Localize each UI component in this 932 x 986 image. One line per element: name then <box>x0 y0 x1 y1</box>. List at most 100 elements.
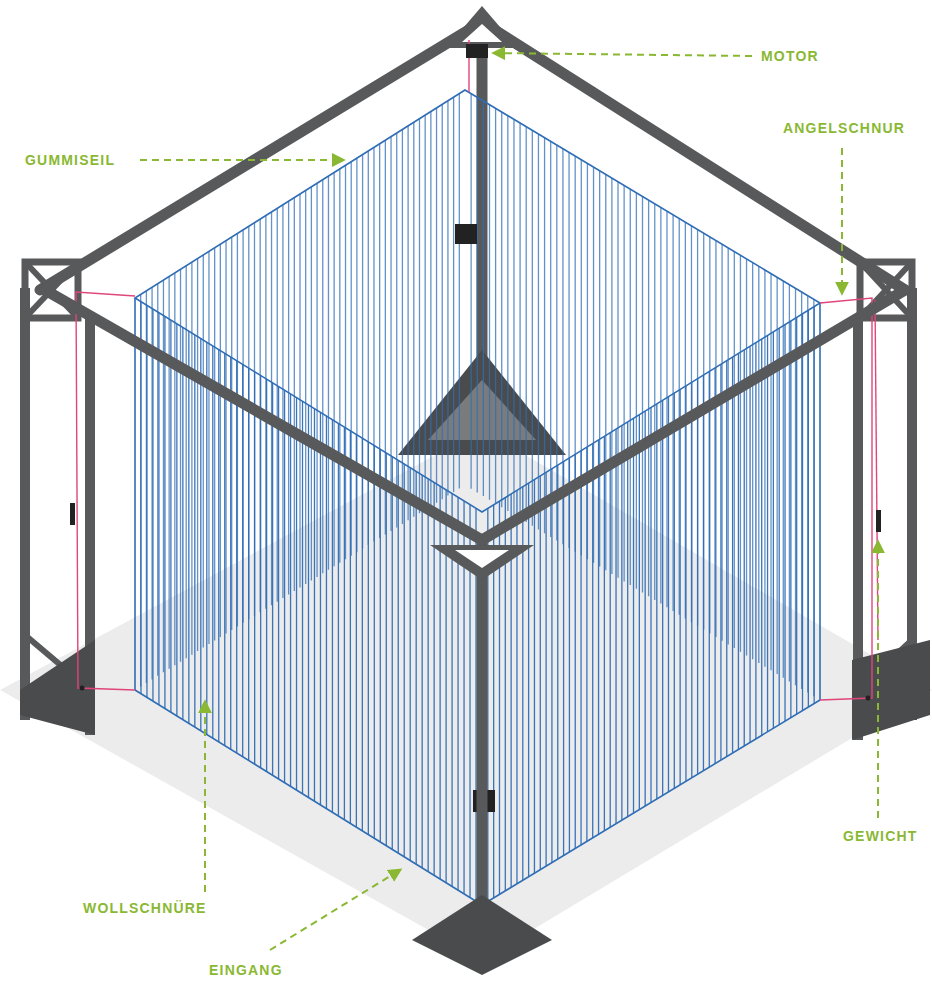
wool-string <box>282 205 283 598</box>
wool-string <box>790 321 791 718</box>
wool-string <box>489 105 490 500</box>
wool-string <box>197 259 198 652</box>
leader-lines <box>140 53 878 950</box>
frame-front <box>45 290 905 930</box>
wool-string <box>350 431 351 824</box>
wool-string <box>224 353 225 745</box>
wool-string <box>545 472 546 866</box>
wool-string <box>633 418 634 813</box>
left-foot <box>20 640 95 735</box>
wool-string <box>767 335 768 731</box>
wool-string <box>174 273 175 665</box>
wool-string <box>344 427 345 820</box>
wool-string <box>654 204 655 600</box>
part-label: ANGELSCHNUR <box>780 118 908 138</box>
wool-string <box>459 94 460 489</box>
wool-string <box>744 350 745 746</box>
wool-string <box>538 134 539 529</box>
wool-string <box>152 309 153 701</box>
wool-string <box>526 127 527 522</box>
wool-string <box>200 339 201 731</box>
wool-string <box>580 451 581 845</box>
wool-string <box>322 180 323 574</box>
wool-string <box>362 438 363 831</box>
wool-string <box>764 270 765 667</box>
wool-string <box>605 174 606 570</box>
wool-string <box>314 409 315 802</box>
wool-string <box>697 379 698 775</box>
wool-string <box>332 420 333 813</box>
part-label: GUMMISEIL <box>22 150 118 170</box>
wool-string <box>639 415 640 810</box>
weights-clips <box>70 44 881 812</box>
wool-string <box>569 458 570 852</box>
wool-string <box>442 104 443 499</box>
wool-string <box>157 284 158 676</box>
wool-string <box>290 394 291 786</box>
wool-string <box>495 108 496 503</box>
wool-string <box>752 263 753 660</box>
wool-string <box>656 404 657 799</box>
wool-string <box>168 276 169 668</box>
wool-string <box>598 440 599 834</box>
wool-string <box>623 185 624 581</box>
wool-string <box>615 429 616 824</box>
wool-string <box>636 193 637 589</box>
wool-string <box>714 368 715 764</box>
wool-string <box>333 172 334 566</box>
wool-string <box>311 187 312 581</box>
wool-string <box>779 328 780 725</box>
wool-string <box>483 101 484 496</box>
wool-string <box>703 375 704 771</box>
wool-string <box>513 119 514 514</box>
wool-string <box>784 325 785 722</box>
wool-string <box>176 324 177 716</box>
wool-string <box>645 411 646 806</box>
wool-string <box>650 408 651 803</box>
wool-string <box>328 176 329 570</box>
wool-string <box>740 255 741 652</box>
wool-string <box>182 328 183 720</box>
wool-string <box>163 280 164 672</box>
wool-string <box>630 189 631 585</box>
wool-string <box>277 208 278 601</box>
part-label: MOTOR <box>758 46 822 66</box>
wool-string <box>345 165 346 559</box>
wool-string <box>188 331 189 723</box>
wool-string <box>308 405 309 798</box>
floor <box>0 430 932 960</box>
wool-string <box>617 182 618 578</box>
front-foot <box>412 895 552 975</box>
wool-string <box>191 262 192 655</box>
wool-string <box>672 215 673 611</box>
wool-string <box>720 364 721 760</box>
wool-string <box>390 137 391 531</box>
wool-string <box>422 475 423 868</box>
wool-string <box>146 305 147 697</box>
wool-string <box>428 479 429 872</box>
wool-string <box>230 357 231 749</box>
wool-string <box>158 313 159 705</box>
wool-string <box>621 426 622 821</box>
wool-string <box>218 350 219 742</box>
wool-string <box>284 390 285 782</box>
wool-string <box>773 332 774 728</box>
wool-string <box>532 130 533 525</box>
wool-string <box>402 129 403 523</box>
wool-string <box>679 389 680 784</box>
wool-string <box>170 320 171 712</box>
wool-string <box>534 480 535 874</box>
wool-string <box>540 476 541 870</box>
frame-joints-back <box>398 6 566 455</box>
wool-string <box>186 266 187 658</box>
wool-string <box>721 244 722 640</box>
wool-string <box>732 357 733 753</box>
wool-string <box>758 266 759 663</box>
wool-string <box>453 97 454 492</box>
wool-string <box>563 462 564 856</box>
wool-string <box>368 442 369 835</box>
wool-string <box>550 141 551 536</box>
wool-string <box>808 310 809 707</box>
